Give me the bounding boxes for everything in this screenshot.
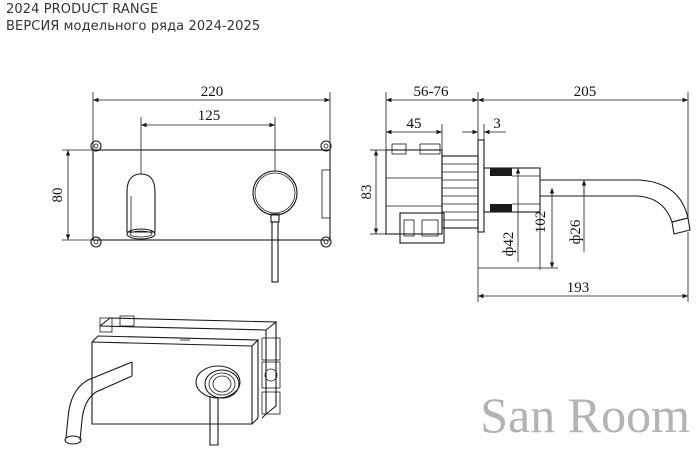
header-title: 2024 PRODUCT RANGE bbox=[6, 2, 159, 17]
dimension-220: 220 bbox=[92, 84, 331, 150]
iso-front-plate bbox=[91, 335, 260, 425]
dimension-rosette-dia-label: ф42 bbox=[501, 232, 517, 257]
dimension-80: 80 bbox=[50, 149, 93, 241]
dimension-box-height-label: 83 bbox=[359, 185, 375, 200]
dimension-projection-label: 193 bbox=[567, 280, 590, 296]
isometric-view bbox=[64, 315, 281, 446]
dimension-center-height-label: 102 bbox=[533, 211, 549, 234]
dimension-width-label: 220 bbox=[201, 84, 224, 100]
dimension-plate-label: 3 bbox=[493, 116, 501, 132]
side-view: 56-76 205 45 3 83 bbox=[359, 84, 691, 302]
front-view: 220 125 80 bbox=[50, 84, 332, 283]
iso-handle bbox=[195, 365, 241, 446]
dimension-box-depth-label: 45 bbox=[407, 116, 422, 132]
dimension-dia26: ф26 bbox=[568, 180, 587, 252]
dimension-height-label: 80 bbox=[50, 188, 66, 203]
dimension-spout-dia-label: ф26 bbox=[568, 219, 584, 244]
dimension-205: 205 bbox=[478, 84, 689, 218]
dimension-3: 3 bbox=[462, 116, 506, 140]
handle-front bbox=[252, 170, 298, 283]
iso-spout bbox=[64, 361, 133, 445]
rosette bbox=[483, 167, 541, 213]
mounting-tabs bbox=[90, 140, 332, 248]
iso-mounting-box bbox=[99, 315, 281, 419]
wall-box bbox=[385, 143, 445, 244]
threaded-body bbox=[441, 155, 479, 229]
watermark-text: San Room bbox=[480, 387, 690, 443]
wall-plate bbox=[477, 139, 485, 233]
dimension-45: 45 bbox=[386, 116, 443, 150]
dimension-125: 125 bbox=[140, 108, 276, 174]
dimension-56-76: 56-76 bbox=[385, 84, 479, 150]
dimension-spout-length-label: 205 bbox=[574, 84, 597, 100]
dimension-spacing-label: 125 bbox=[198, 108, 221, 124]
header-subtitle: ВЕРСИЯ модельного ряда 2024-2025 bbox=[6, 19, 261, 34]
dimension-depth-range-label: 56-76 bbox=[414, 84, 449, 100]
spout-front bbox=[126, 173, 156, 240]
dimension-193: 193 bbox=[477, 232, 689, 302]
dimension-83: 83 bbox=[359, 149, 386, 235]
dimension-dia42: ф42 bbox=[501, 168, 521, 262]
spout-side bbox=[540, 179, 691, 235]
dimension-102: 102 bbox=[478, 188, 558, 270]
